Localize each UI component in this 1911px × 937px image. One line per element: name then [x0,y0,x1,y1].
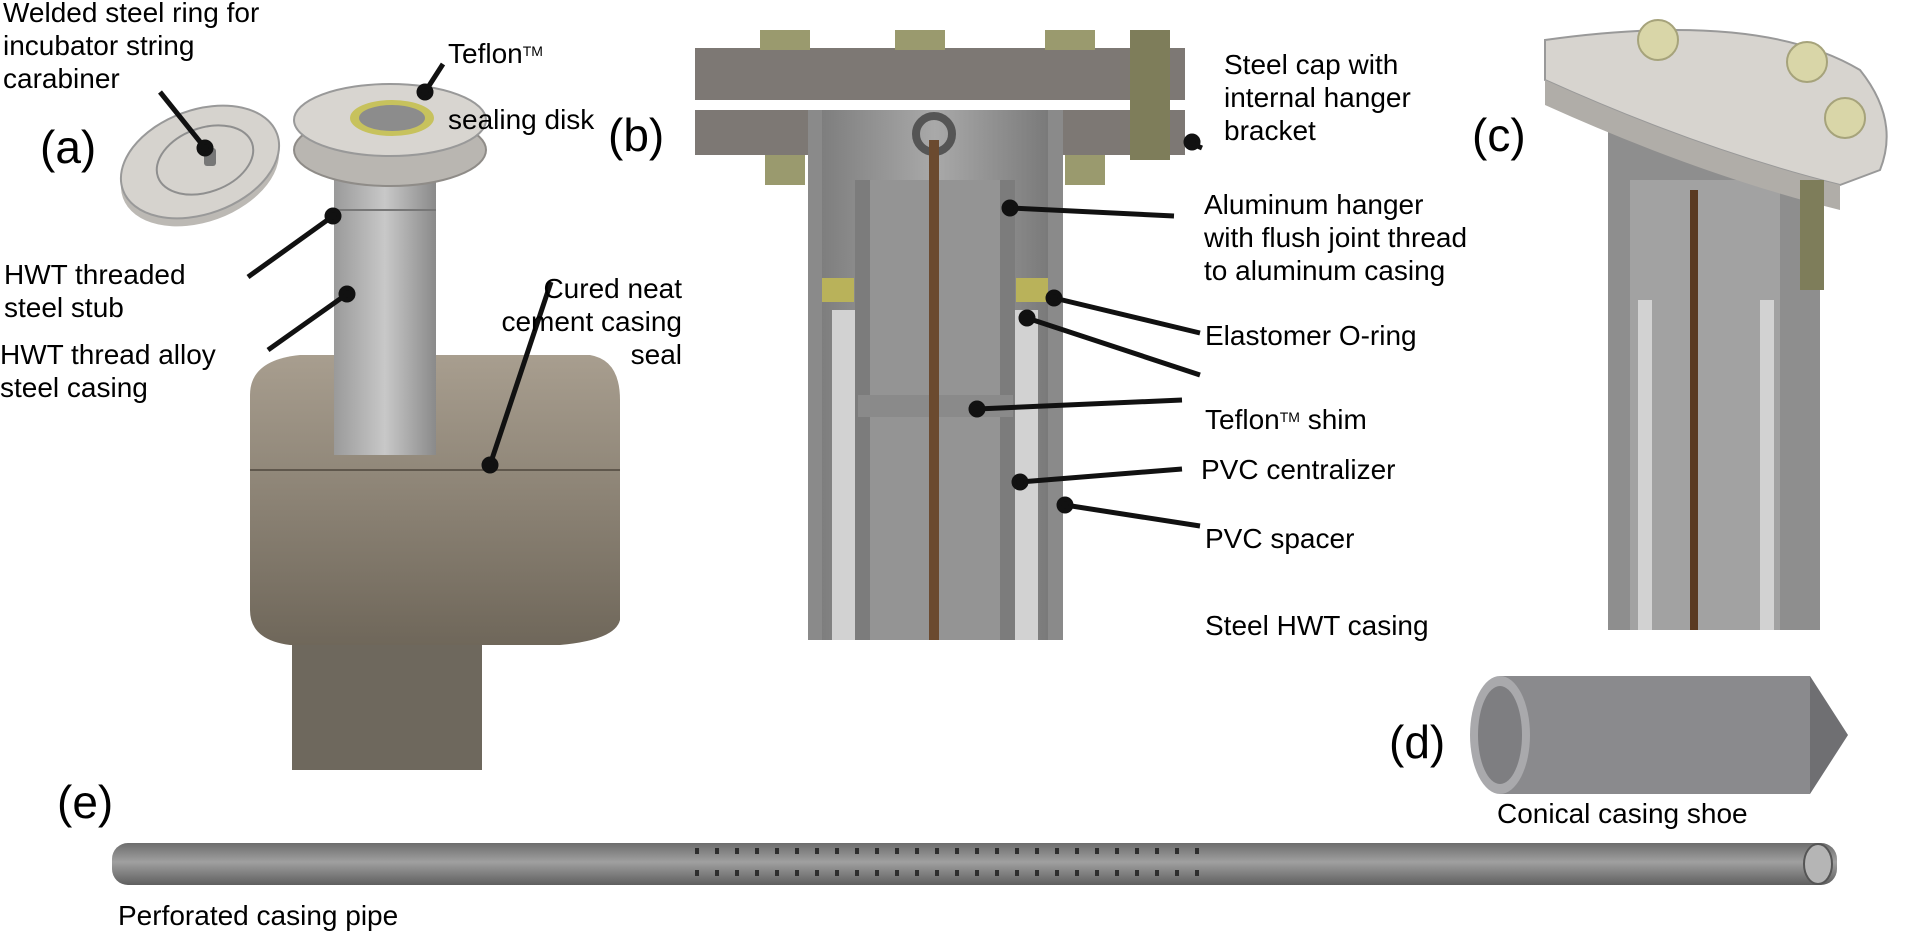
casing-shoe-body [1500,676,1810,794]
label-pvc-spacer: PVC spacer [1205,523,1355,554]
perforation-hole [1075,870,1079,876]
hanger-bracket [1130,30,1170,160]
perforation-hole [735,870,739,876]
teflon-shim-shape [822,278,854,302]
panel-e-drawing [112,843,1837,885]
perforation-hole [995,848,999,854]
sealing-disk-text: sealing disk [448,104,595,135]
perforation-hole [835,870,839,876]
perforation-hole [715,870,719,876]
incubator-string-rod [929,140,939,640]
perforation-hole [1115,848,1119,854]
perforation-hole [1195,870,1199,876]
casing-shoe-cone [1810,676,1848,794]
label-hwt-threaded-steel-stub: HWT threaded steel stub [4,259,186,323]
perforation-hole [1175,870,1179,876]
perforation-hole [815,870,819,876]
perforation-hole [875,870,879,876]
perforation-hole [695,848,699,854]
perforation-hole [695,870,699,876]
perforation-hole [1155,848,1159,854]
perforation-hole [895,870,899,876]
trademark-mark: TM [1279,409,1300,425]
label-steel-hwt-casing: Steel HWT casing [1205,610,1429,641]
perforation-hole [895,848,899,854]
perforation-hole [955,870,959,876]
perforation-hole [1015,870,1019,876]
panel-label-a: (a) [40,121,97,173]
perforation-hole [1195,848,1199,854]
caption-conical-casing-shoe: Conical casing shoe [1497,798,1748,829]
label-hwt-alloy-steel-casing: HWT thread alloy steel casing [0,339,216,403]
alloy-steel-casing [334,160,436,455]
perforations [695,848,1199,876]
perforation-hole [755,848,759,854]
perforation-hole [1115,870,1119,876]
perforation-hole [915,870,919,876]
label-aluminum-hanger: Aluminum hanger with flush joint thread … [1204,189,1468,286]
perforation-hole [975,848,979,854]
panel-c-drawing [1544,19,1888,630]
label-teflon-sealing-disk: TeflonTM sealing disk [448,4,594,136]
perforation-hole [775,848,779,854]
label-elastomer-o-ring: Elastomer O-ring [1205,320,1417,351]
perforation-hole [775,870,779,876]
label-cement-casing-seal: Cured neat cement casing seal [501,273,682,370]
perforation-hole [715,848,719,854]
perforation-hole [1075,848,1079,854]
perforation-hole [1135,870,1139,876]
perforation-hole [875,848,879,854]
trademark-mark: TM [522,43,543,59]
perforation-hole [855,848,859,854]
perforation-hole [795,848,799,854]
perforation-hole [755,870,759,876]
perforation-hole [1135,848,1139,854]
perforated-casing-pipe [112,843,1837,885]
perforation-hole [1015,848,1019,854]
label-pvc-centralizer: PVC centralizer [1201,454,1396,485]
caption-perforated-casing-pipe: Perforated casing pipe [118,900,399,931]
perforation-hole [835,848,839,854]
perforation-hole [1155,870,1159,876]
label-teflon-shim: TeflonTM shim [1205,370,1367,436]
panel-a-drawing [119,62,620,770]
panel-label-b: (b) [608,109,665,161]
perforation-hole [1175,848,1179,854]
perforation-hole [1095,848,1099,854]
steel-cap [695,48,1185,100]
perforation-hole [955,848,959,854]
perforation-hole [1035,870,1039,876]
perforation-hole [735,848,739,854]
shim-text: shim [1299,404,1367,435]
perforation-hole [1095,870,1099,876]
perforation-hole [815,848,819,854]
perforation-hole [1055,848,1059,854]
panel-b-drawing [695,30,1203,640]
perforation-hole [995,870,999,876]
perforation-hole [975,870,979,876]
panel-label-c: (c) [1472,109,1526,161]
perforation-hole [1055,870,1059,876]
teflon-text: Teflon [448,38,523,69]
teflon-text: Teflon [1205,404,1280,435]
perforation-hole [935,870,939,876]
perforation-hole [935,848,939,854]
panel-label-d: (d) [1389,716,1446,768]
panel-d-drawing [1470,676,1848,794]
perforation-hole [1035,848,1039,854]
label-welded-steel-ring: Welded steel ring for incubator string c… [3,0,260,94]
perforation-hole [795,870,799,876]
panel-label-e: (e) [57,776,114,828]
perforation-hole [855,870,859,876]
perforation-hole [915,848,919,854]
label-steel-cap: Steel cap with internal hanger bracket [1224,49,1411,146]
